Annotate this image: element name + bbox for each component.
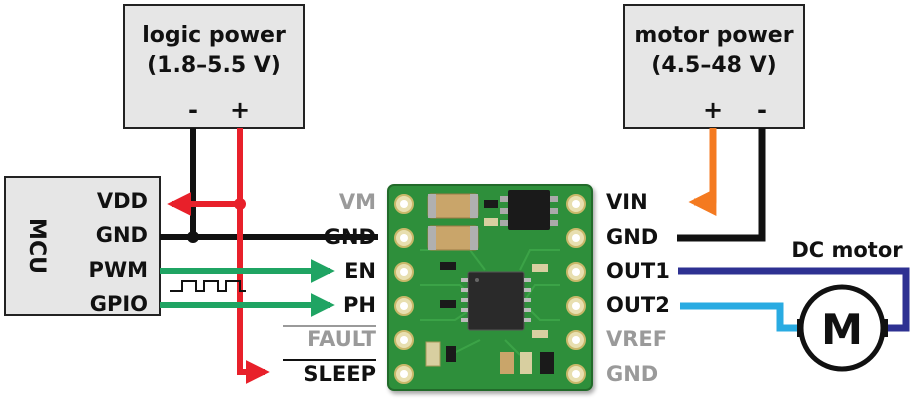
logic-power-title: logic power bbox=[142, 23, 286, 48]
pin-label-vin: VIN bbox=[606, 190, 648, 214]
mcu-title: MCU bbox=[24, 218, 49, 274]
mcu-pin-pwm: PWM bbox=[89, 258, 148, 282]
pin-label-out2: OUT2 bbox=[606, 293, 670, 317]
dc-motor: DC motor M bbox=[791, 238, 903, 372]
out1-wire bbox=[678, 267, 910, 332]
pin-label-ph: PH bbox=[343, 293, 376, 317]
mcu-pin-gpio: GPIO bbox=[90, 292, 148, 316]
mcu-pin-vdd: VDD bbox=[97, 189, 148, 213]
pin-label-gnd-bottom: GND bbox=[606, 362, 658, 386]
logic-power-plus: + bbox=[230, 96, 250, 124]
right-header-pins bbox=[566, 194, 586, 384]
motor-power-box: motor power (4.5–48 V) + - bbox=[623, 4, 805, 129]
pin-label-gnd-left: GND bbox=[324, 225, 376, 249]
dc-motor-label: DC motor bbox=[791, 238, 903, 262]
logic-power-voltage: (1.8–5.5 V) bbox=[147, 53, 281, 78]
pin-label-sleep: SLEEP bbox=[303, 362, 376, 386]
mcu-box: MCU VDD GND PWM GPIO bbox=[4, 176, 161, 316]
motor-power-plus: + bbox=[703, 96, 723, 124]
motor-power-minus: - bbox=[757, 96, 767, 124]
board-left-pin-labels: VM GND EN PH FAULT SLEEP bbox=[283, 190, 377, 386]
pin-label-gnd-right: GND bbox=[606, 225, 658, 249]
pin-label-en: EN bbox=[344, 259, 376, 283]
ground-junction bbox=[187, 231, 199, 243]
left-header-pins bbox=[394, 194, 414, 384]
motor-ground-wire bbox=[677, 128, 766, 242]
motor-symbol: M bbox=[821, 305, 863, 354]
motor-power-wire bbox=[688, 128, 717, 216]
mcu-pin-gnd: GND bbox=[96, 223, 148, 247]
pwm-waveform-icon bbox=[170, 280, 246, 292]
board-right-pin-labels: VIN GND OUT1 OUT2 VREF GND bbox=[606, 190, 670, 386]
logic-power-minus: - bbox=[188, 96, 198, 124]
motor-power-voltage: (4.5–48 V) bbox=[651, 53, 776, 78]
motor-power-title: motor power bbox=[634, 23, 793, 48]
pin-label-fault: FAULT bbox=[307, 327, 376, 351]
pin-label-vref: VREF bbox=[606, 327, 667, 351]
logic-power-box: logic power (1.8–5.5 V) - + bbox=[123, 4, 305, 129]
out2-wire bbox=[680, 302, 800, 332]
board-components bbox=[425, 190, 558, 374]
logic-power-wire bbox=[237, 128, 270, 384]
pin-label-out1: OUT1 bbox=[606, 259, 670, 283]
power-junction bbox=[234, 198, 246, 210]
pin-label-vm: VM bbox=[339, 190, 376, 214]
motor-symbol-circle bbox=[798, 284, 886, 372]
